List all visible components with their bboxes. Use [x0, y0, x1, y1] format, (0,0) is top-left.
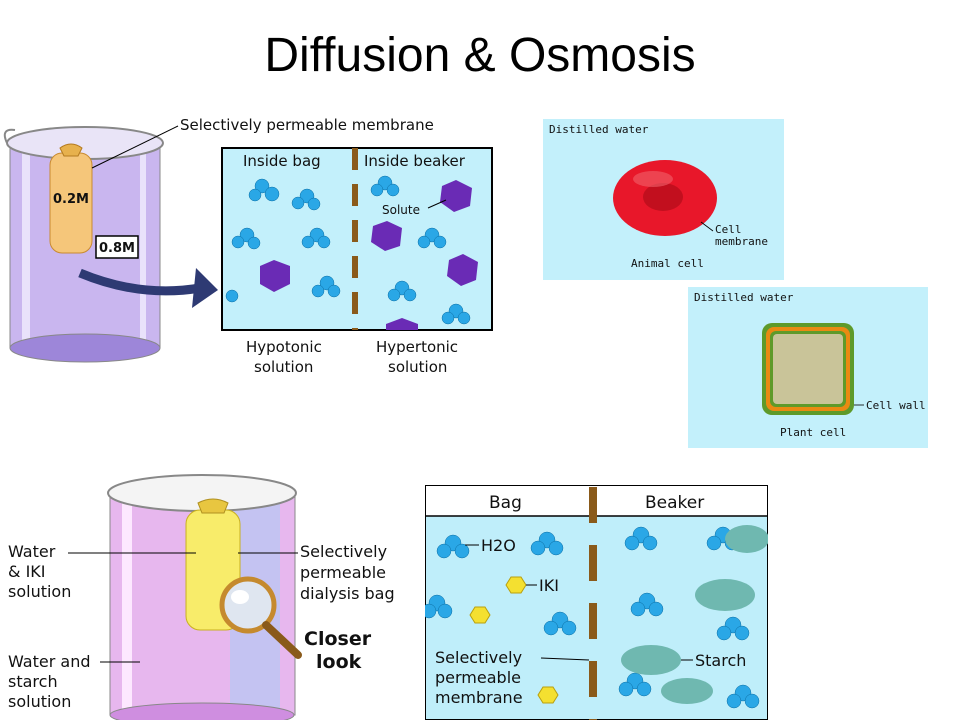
- membrane-label-2: permeable: [435, 668, 521, 687]
- dialysis-bag-label-2: permeable: [300, 563, 386, 582]
- hypertonic-label-2: solution: [388, 358, 447, 376]
- membrane-label: Selectively permeable membrane: [180, 116, 434, 134]
- hypertonic-label: Hypertonic: [376, 338, 458, 356]
- animal-cell-caption: Animal cell: [631, 257, 704, 270]
- membrane-label: Selectively: [435, 648, 522, 667]
- dialysis-bag-label-3: dialysis bag: [300, 584, 395, 603]
- cell-membrane-label: Cell: [715, 223, 742, 236]
- water-starch-label-2: starch: [8, 672, 58, 691]
- osmosis-bag-diagram: 0.2M 0.8M Selectively permeable membrane: [3, 116, 493, 376]
- beaker-header: Beaker: [645, 493, 704, 513]
- bag-beaker-zoom: Bag Beaker H2O IKI Starch Selectively pe…: [425, 485, 768, 720]
- plant-cell-panel: Distilled water Cell wall Plant cell: [688, 287, 928, 448]
- beaker-concentration: 0.8M: [99, 241, 135, 256]
- inside-beaker-label: Inside beaker: [364, 152, 466, 170]
- zoom-arrow: [192, 268, 218, 308]
- zoom-box: Inside bag Inside beaker Solute: [221, 147, 493, 331]
- animal-panel-heading: Distilled water: [549, 123, 649, 136]
- cell-membrane-label-2: membrane: [715, 235, 768, 248]
- magnifier-icon: [219, 576, 302, 659]
- water-starch-label-3: solution: [8, 692, 71, 711]
- closer-look-label: Closer: [304, 628, 372, 650]
- water-iki-label: Water: [8, 542, 56, 561]
- iki-label: IKI: [539, 576, 559, 595]
- dialysis-bag: [49, 143, 93, 254]
- page-title: Diffusion & Osmosis: [264, 29, 696, 82]
- animal-cell-panel: Distilled water Cell membrane Animal cel…: [543, 119, 784, 280]
- solute-label: Solute: [382, 203, 420, 217]
- hypotonic-label: Hypotonic: [246, 338, 322, 356]
- iki-beaker-diagram: Water & IKI solution Water and starch so…: [8, 474, 395, 720]
- water-iki-label-2: & IKI: [8, 562, 46, 581]
- water-starch-label: Water and: [8, 652, 90, 671]
- water-iki-label-3: solution: [8, 582, 71, 601]
- h2o-label: H2O: [481, 536, 516, 555]
- plant-panel-heading: Distilled water: [694, 291, 794, 304]
- plant-cell-caption: Plant cell: [780, 426, 846, 439]
- starch-label: Starch: [695, 651, 746, 670]
- bag-header: Bag: [489, 493, 522, 513]
- membrane-label-3: membrane: [435, 688, 523, 707]
- cell-wall-label: Cell wall: [866, 399, 926, 412]
- hypotonic-label-2: solution: [254, 358, 313, 376]
- bag-concentration: 0.2M: [53, 192, 89, 207]
- dialysis-bag-label: Selectively: [300, 542, 387, 561]
- closer-look-label-2: look: [316, 651, 362, 673]
- inside-bag-label: Inside bag: [243, 152, 321, 170]
